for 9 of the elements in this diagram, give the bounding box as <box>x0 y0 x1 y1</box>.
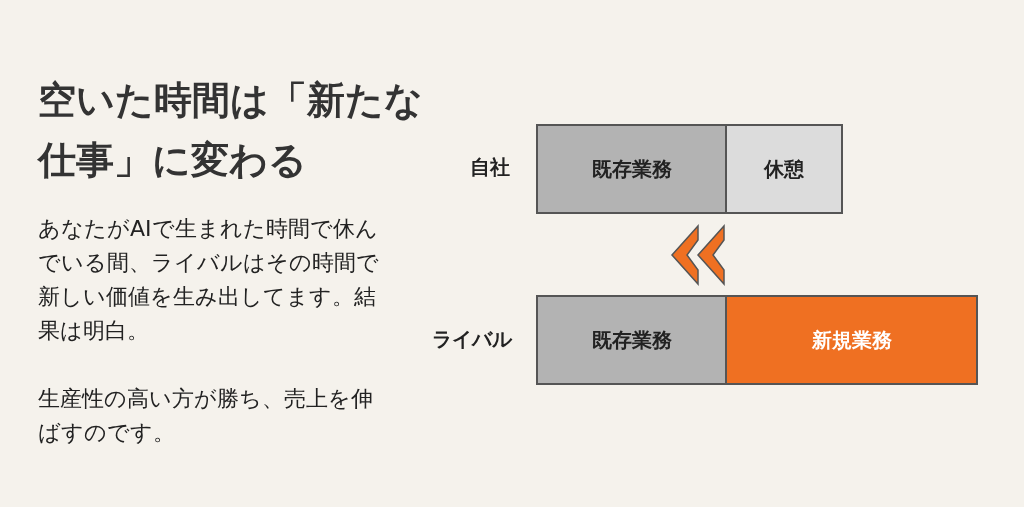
title: 空いた時間は「新たな仕事」に変わる <box>38 77 423 184</box>
business-block: 休憩 <box>725 124 843 214</box>
paragraph: 生産性の高い方が勝ち、売上を伸ばすのです。 <box>38 385 374 447</box>
row-label: ライバル <box>432 326 514 353</box>
business-block: 既存業務 <box>536 295 727 385</box>
row-label: 自社 <box>470 154 511 181</box>
paragraph: あなたがAIで生まれた時間で休んでいる間、ライバルはその時間で新しい価値を生み出してます。結果は明白。 <box>38 215 380 345</box>
business-block: 既存業務 <box>536 124 727 214</box>
business-block: 新規業務 <box>725 295 978 385</box>
